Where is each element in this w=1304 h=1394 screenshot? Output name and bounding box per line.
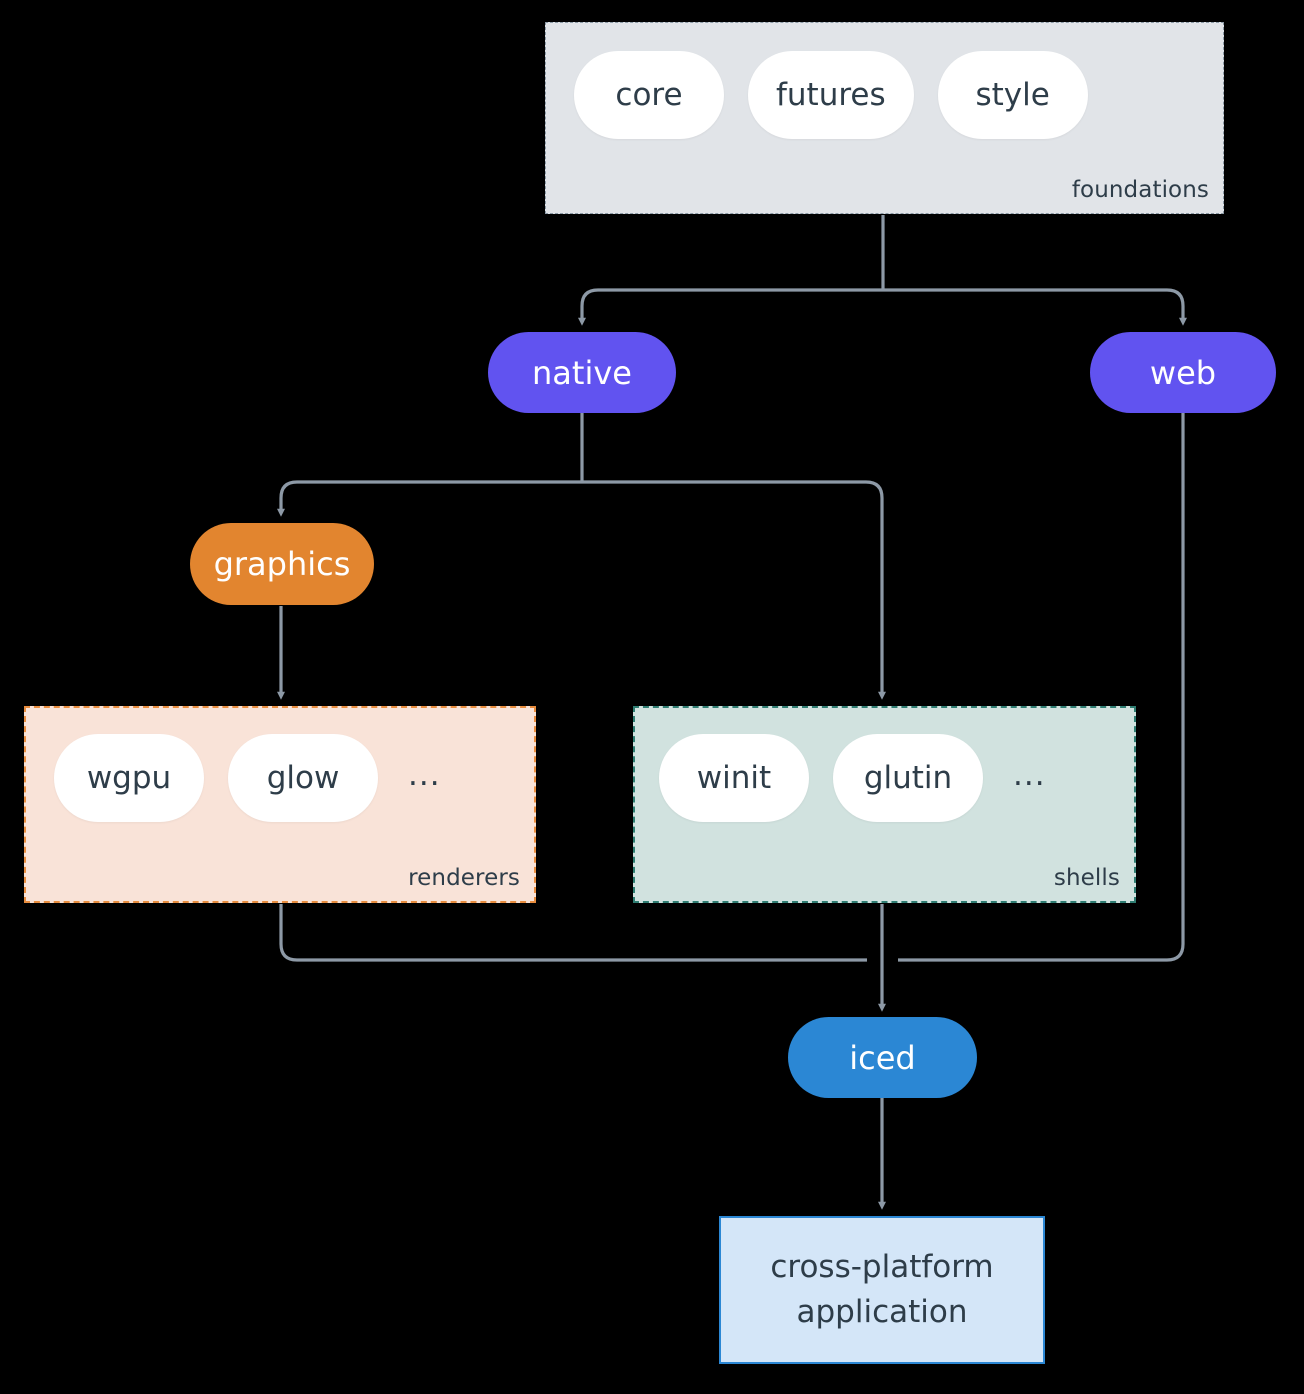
cluster-shells-label: shells — [1053, 865, 1120, 891]
edge-foundations-to-web — [883, 288, 1187, 326]
cluster-foundations-label: foundations — [1071, 177, 1209, 203]
cluster-renderers-items: wgpu glow ... — [54, 734, 447, 822]
renderers-ellipsis: ... — [408, 756, 441, 793]
node-native[interactable]: native — [488, 332, 676, 413]
edge-renderers-to-iced — [279, 904, 867, 962]
cluster-shells: winit glutin ... shells — [633, 706, 1136, 903]
edge-native-to-shells — [582, 480, 886, 700]
node-core[interactable]: core — [574, 51, 724, 139]
node-winit[interactable]: winit — [659, 734, 809, 822]
node-web[interactable]: web — [1090, 332, 1276, 413]
application-line-2: application — [796, 1294, 968, 1330]
node-futures[interactable]: futures — [748, 51, 914, 139]
node-graphics[interactable]: graphics — [190, 523, 374, 605]
cluster-foundations-items: core futures style — [574, 51, 1088, 139]
node-glutin[interactable]: glutin — [833, 734, 983, 822]
node-style[interactable]: style — [937, 51, 1088, 139]
cluster-renderers-label: renderers — [408, 865, 520, 891]
cluster-shells-items: winit glutin ... — [659, 734, 1052, 822]
cluster-renderers: wgpu glow ... renderers — [24, 706, 536, 903]
edge-native-to-graphics — [277, 480, 582, 517]
edge-foundations-to-native — [578, 288, 883, 326]
node-iced[interactable]: iced — [788, 1017, 977, 1098]
application-line-1: cross-platform — [770, 1249, 994, 1286]
node-wgpu[interactable]: wgpu — [54, 734, 204, 822]
node-glow[interactable]: glow — [228, 734, 378, 822]
node-cross-platform-application[interactable]: cross-platform application — [719, 1216, 1045, 1364]
shells-ellipsis: ... — [1013, 756, 1046, 793]
cluster-foundations: core futures style foundations — [545, 22, 1224, 214]
